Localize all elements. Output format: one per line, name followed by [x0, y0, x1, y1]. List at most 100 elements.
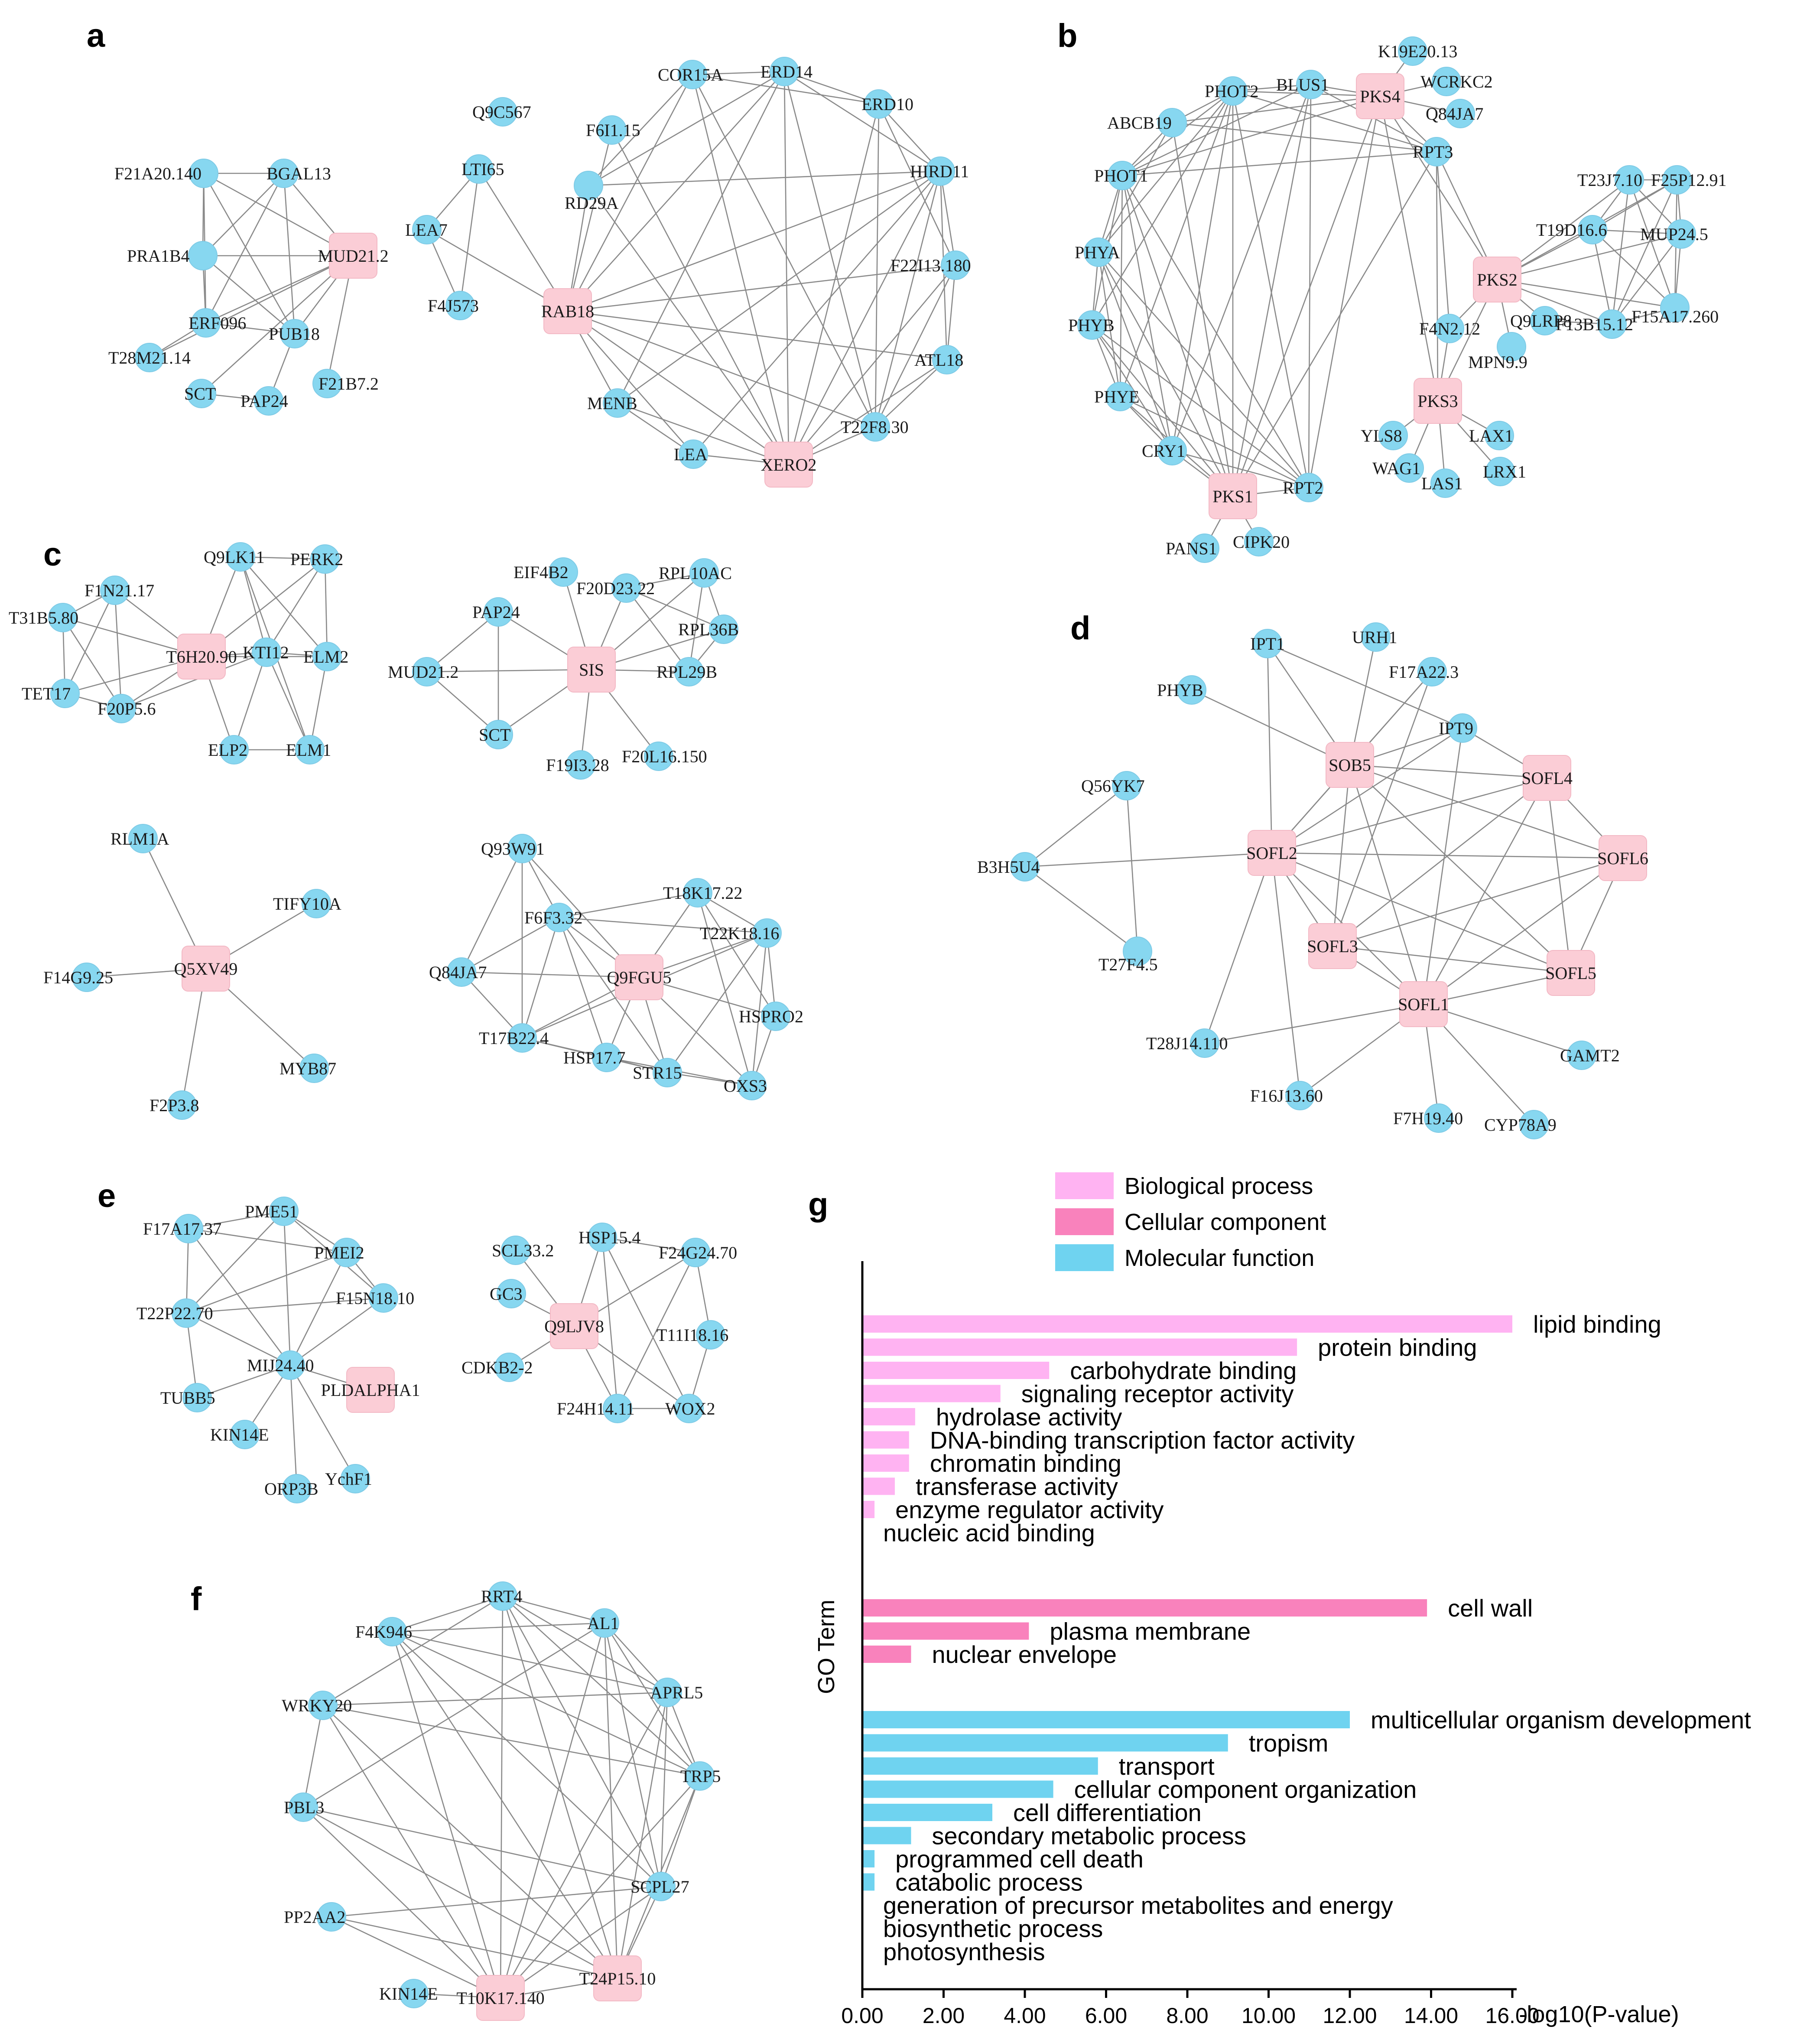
node-label-f4n2-12: F4N2.12 [1419, 319, 1480, 338]
edge-aprl5-t24p15-10 [617, 1692, 668, 1979]
edge-mud21-2-t28m21-14 [149, 255, 354, 358]
edge-f4k946-scpl27 [392, 1631, 661, 1887]
node-erf096: ERF096 [188, 308, 246, 338]
bar-row-lipid-binding: lipid binding [862, 1311, 1661, 1338]
node-hspro2: HSPRO2 [739, 1002, 803, 1031]
node-label-t10k17-140: T10K17.140 [456, 1988, 544, 2008]
network-f-edges [302, 1595, 701, 1999]
legend-label-biological-process: Biological process [1124, 1173, 1313, 1199]
node-pme51: PME51 [245, 1197, 299, 1226]
edge-rrt4-t10k17-140 [500, 1596, 504, 1998]
edge-t23j7-10-f13b15-12 [1611, 179, 1630, 325]
gene-node-marker [269, 1197, 299, 1226]
node-label-wox2: WOX2 [665, 1399, 715, 1418]
edge-phot1-pks4 [1122, 95, 1381, 176]
node-label-elm2: ELM2 [303, 647, 348, 667]
gene-node-marker [611, 573, 641, 603]
hub-node-marker [1399, 981, 1448, 1027]
node-xero2: XERO2 [761, 442, 817, 488]
node-myb87: MYB87 [280, 1054, 336, 1083]
edge-phye-rpt2 [1120, 396, 1309, 488]
node-yls8: YLS8 [1361, 421, 1408, 450]
node-f17a22-3: F17A22.3 [1389, 657, 1459, 686]
gene-node-marker [1244, 527, 1274, 556]
node-label-wcrkc2: WCRKC2 [1420, 72, 1493, 91]
x-tick-label-6: 12.00 [1323, 2004, 1377, 2028]
hub-node-marker [764, 442, 813, 488]
node-label-rpl29b: RPL29B [656, 662, 717, 682]
node-t19d16-6: T19D16.6 [1536, 215, 1607, 244]
bar-cell-wall [862, 1599, 1427, 1617]
node-label-f20l16-150: F20L16.150 [622, 747, 707, 766]
edge-f6f3-32-hsp17-7 [558, 917, 608, 1058]
gene-node-marker [252, 638, 281, 667]
node-sofl4: SOFL4 [1521, 755, 1573, 801]
node-label-atl18: ATL18 [914, 350, 963, 370]
gene-node-marker [1218, 76, 1248, 106]
edge-scpl27-t10k17-140 [500, 1886, 661, 1999]
node-label-rrt4: RRT4 [481, 1587, 522, 1606]
node-label-hird11: HIRD11 [910, 162, 969, 181]
node-label-f24h14-11: F24H14.11 [557, 1399, 635, 1418]
edge-b3h5u4-t27f4-5 [1024, 866, 1138, 952]
node-label-pap24: PAP24 [472, 602, 520, 622]
node-label-t24p15-10: T24P15.10 [579, 1969, 656, 1988]
node-rpl10ac: RPL10AC [659, 558, 732, 588]
bar-row-dna-binding-transcription-factor-activity: DNA-binding transcription factor activit… [862, 1427, 1355, 1454]
node-elm1: ELM1 [286, 735, 331, 764]
node-label-xero2: XERO2 [761, 455, 817, 475]
gene-node-marker [167, 1090, 197, 1120]
network-b-nodes: K19E20.13WCRKC2Q84JA7PKS4BLUS1PHOT2ABCB1… [1068, 36, 1727, 563]
gene-node-marker [507, 1023, 537, 1053]
node-trp5: TRP5 [680, 1761, 721, 1791]
bar-lipid-binding [862, 1315, 1512, 1333]
bar-row-cell-differentiation: cell differentiation [862, 1799, 1202, 1826]
node-rlm1a: RLM1A [110, 824, 169, 853]
node-label-f7h19-40: F7H19.40 [1393, 1109, 1463, 1128]
edge-f17a17-37-pmei2 [188, 1228, 347, 1253]
edge-t19d16-6-f15a17-260 [1592, 229, 1675, 308]
edge-f20p5-6-kti12 [121, 651, 267, 709]
gene-node-marker [1378, 421, 1408, 450]
node-label-t6h20-90: T6H20.90 [166, 647, 237, 667]
node-f15n18-10: F15N18.10 [336, 1283, 414, 1313]
node-f24g24-70: F24G24.70 [659, 1238, 737, 1267]
node-label-lea: LEA [674, 445, 708, 464]
gene-node-marker [1662, 165, 1692, 195]
node-label-t22f8-30: T22F8.30 [841, 417, 909, 437]
bar-label-hydrolase-activity: hydrolase activity [936, 1403, 1122, 1431]
bar-label-nuclear-envelope: nuclear envelope [932, 1641, 1117, 1668]
gene-node-marker [646, 1872, 676, 1901]
gene-node-marker [678, 60, 707, 89]
node-kin14e: KIN14E [210, 1420, 269, 1449]
gene-node-marker [1296, 70, 1326, 99]
gene-node-marker [770, 57, 799, 86]
bar-label-generation-of-precursor-metabolites-and-energy: generation of precursor metabolites and … [883, 1892, 1393, 1919]
node-pks2: PKS2 [1473, 257, 1521, 303]
gene-node-marker [1190, 1028, 1219, 1058]
node-pks1: PKS1 [1209, 473, 1257, 519]
network-panel-b: K19E20.13WCRKC2Q84JA7PKS4BLUS1PHOT2ABCB1… [1057, 17, 1727, 563]
node-pks3: PKS3 [1414, 378, 1462, 424]
gene-node-marker [1190, 533, 1219, 563]
bar-label-multicellular-organism-development: multicellular organism development [1371, 1706, 1751, 1734]
edge-t19d16-6-mup24-5 [1592, 229, 1682, 235]
bar-label-secondary-metabolic-process: secondary metabolic process [932, 1822, 1246, 1850]
node-wox2: WOX2 [665, 1394, 715, 1423]
node-las1: LAS1 [1421, 468, 1463, 498]
node-eif4b2: EIF4B2 [514, 557, 578, 587]
node-label-f2p3-8: F2P3.8 [150, 1096, 199, 1115]
node-label-erd14: ERD14 [760, 62, 812, 81]
edge-rd29a-cor15a [588, 74, 693, 186]
node-kti12: KTI12 [243, 638, 289, 667]
node-pp2aa2: PP2AA2 [284, 1902, 346, 1932]
gene-node-marker [507, 834, 537, 863]
gene-node-marker [1485, 457, 1515, 486]
node-label-gamt2: GAMT2 [1560, 1046, 1620, 1065]
node-q9lk11: Q9LK11 [204, 542, 265, 572]
node-cipk20: CIPK20 [1233, 527, 1290, 556]
node-label-mud21-2: MUD21.2 [388, 662, 458, 682]
gene-node-marker [1084, 237, 1113, 267]
